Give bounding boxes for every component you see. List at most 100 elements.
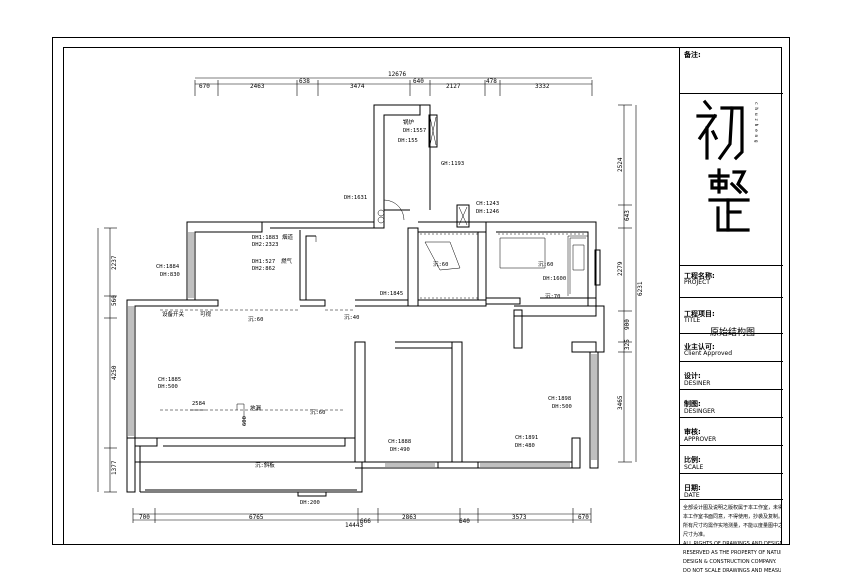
label-dh1557: DH:1557 xyxy=(403,128,426,134)
label-visual: 可视 xyxy=(200,310,212,318)
label-dh2-2323: DH2:2323 xyxy=(252,242,279,248)
label-dh1246: DH:1246 xyxy=(476,209,499,215)
remarks-label: 备注: xyxy=(684,51,701,59)
logo-row: c h u z h e n g xyxy=(680,93,783,265)
date-label: 日期: xyxy=(684,484,701,492)
design-en: DESINER xyxy=(684,380,711,387)
label-dh1-527: DH1:527 xyxy=(252,259,275,265)
label-drop40: 沉:40 xyxy=(344,313,359,321)
client-label: 业主认可: xyxy=(684,343,715,351)
label-drop60c: 沉:60 xyxy=(248,315,263,323)
dim-top-2: 2463 xyxy=(250,83,265,90)
label-dh1631: DH:1631 xyxy=(344,195,367,201)
label-drop60d: 沉:60 xyxy=(310,408,325,416)
note-line: DO NOT SCALE DRAWINGS AND MEASURE- xyxy=(683,568,781,574)
dim-left-2: 560 xyxy=(111,295,118,306)
dim-left-3: 4250 xyxy=(111,365,118,380)
label-dh1600: DH:1600 xyxy=(543,276,566,282)
note-line: 本工作室书面同意，不得使用，抄袭及复制。 xyxy=(683,514,781,520)
dim-bottom-6: 3573 xyxy=(512,514,527,521)
label-dh1-1883: DH1:1883 xyxy=(252,235,279,241)
label-ch1898: CH:1898 xyxy=(548,396,571,402)
label-equip-switch: 设备开关 xyxy=(162,310,185,318)
inner-frame xyxy=(63,47,782,545)
dim-bottom-4: 2863 xyxy=(402,514,417,521)
logo-small-text: c h u z h e n g xyxy=(753,102,759,143)
date-row: 日期: DATE xyxy=(680,473,783,499)
dim-right-1: 2524 xyxy=(617,157,624,172)
draw-row: 制图: DESINGER xyxy=(680,389,783,417)
title-row: 工程项目: TITLE 原始结构图 xyxy=(680,297,783,338)
note-line: 所有尺寸均需作实地测量，不能以度量图中之 xyxy=(683,523,781,529)
note-line: RESERVED AS THE PROPERTY OF NATURE xyxy=(683,550,781,556)
note-line: ALL RIGHTS OF DRAWINGS AND DESIGNS ARE xyxy=(683,541,781,547)
label-ch1243: CH:1243 xyxy=(476,201,499,207)
client-en: Client Approved xyxy=(684,350,733,357)
note-line: 全部设计图及说明之版权属于本工作室，未得 xyxy=(683,505,781,511)
dim-top-3: 638 xyxy=(299,78,310,85)
label-floor-drain: 地漏 xyxy=(250,404,262,412)
review-en: APPROVER xyxy=(684,436,717,443)
note-line: DESIGN & CONSTRUCTION COMPANY. xyxy=(683,559,777,565)
review-row: 审核: APPROVER xyxy=(680,417,783,445)
dim-left-4: 1377 xyxy=(111,460,118,475)
dim-top-1: 670 xyxy=(199,83,210,90)
label-dh500a: DH:500 xyxy=(158,384,178,390)
dim-bottom-total: 14443 xyxy=(345,522,363,529)
label-gas-meter: 燃气 xyxy=(281,257,293,265)
label-ch1884: CH:1884 xyxy=(156,264,180,270)
dim-top-4: 3474 xyxy=(350,83,365,90)
project-en: PROJECT xyxy=(684,279,710,286)
dim-bottom-5: 640 xyxy=(459,518,470,525)
label-dh480: DH:480 xyxy=(515,443,535,449)
design-row: 设计: DESINER xyxy=(680,361,783,389)
dim-top-total: 12676 xyxy=(388,71,406,78)
date-en: DATE xyxy=(684,492,700,499)
scale-row: 比例: SCALE xyxy=(680,445,783,473)
note-line: 尺寸为准。 xyxy=(683,532,709,538)
label-ch1888: CH:1888 xyxy=(388,439,411,445)
dim-right-2: 643 xyxy=(624,210,631,221)
review-label: 审核: xyxy=(684,428,701,436)
dim-bottom-1: 700 xyxy=(139,514,150,521)
label-dh200: DH:200 xyxy=(300,500,320,506)
label-dh1845: DH:1845 xyxy=(380,291,403,297)
label-gh1193: GH:1193 xyxy=(441,161,464,167)
label-drop70: 沉:70 xyxy=(545,292,560,300)
floor-plan: 12676 670 2463 638 3474 640 2127 478 333… xyxy=(97,71,644,529)
label-dh500b: DH:500 xyxy=(552,404,572,410)
dim-bottom-2: 6765 xyxy=(249,514,264,521)
label-balcony-slab: 沉:斜板 xyxy=(255,461,275,469)
draw-label: 制图: xyxy=(684,400,701,408)
label-dh2-862: DH2:862 xyxy=(252,266,275,272)
copyright-notes: 全部设计图及说明之版权属于本工作室，未得 本工作室书面同意，不得使用，抄袭及复制… xyxy=(683,504,781,576)
label-smoke: 烟道 xyxy=(282,233,294,241)
remarks-row: 备注: xyxy=(680,47,783,93)
title-block: 备注: xyxy=(679,47,783,574)
draw-en: DESINGER xyxy=(684,408,716,415)
dim-top-7: 478 xyxy=(486,78,497,85)
dim-bottom-7: 670 xyxy=(578,514,589,521)
dim-right-4: 900 xyxy=(624,319,631,330)
label-dh830: DH:830 xyxy=(160,272,180,278)
client-row: 业主认可: Client Approved xyxy=(680,333,783,361)
label-drop60b: 沉:60 xyxy=(538,260,553,268)
dimension-lines xyxy=(97,77,637,523)
drawing-sheet: 12676 670 2463 638 3474 640 2127 478 333… xyxy=(52,37,790,574)
dim-bottom-3: 666 xyxy=(360,518,371,525)
label-ch1891: CH:1891 xyxy=(515,435,538,441)
label-h2584: 2584 xyxy=(192,401,206,407)
windows-fixtures xyxy=(128,116,597,467)
dim-right-3: 2279 xyxy=(617,261,624,276)
dim-right-5: 325 xyxy=(624,339,631,350)
label-boiler: 锅炉 xyxy=(403,118,415,126)
logo-mark: c h u z h e n g xyxy=(696,99,759,232)
dim-right-total: 6231 xyxy=(637,281,644,296)
notes-row: 全部设计图及说明之版权属于本工作室，未得 本工作室书面同意，不得使用，抄袭及复制… xyxy=(680,499,783,574)
scale-en: SCALE xyxy=(684,464,704,471)
project-label: 工程名称: xyxy=(684,272,715,280)
label-h600: 600 xyxy=(242,416,248,426)
label-ch1885: CH:1885 xyxy=(158,377,181,383)
dim-left-1: 2237 xyxy=(111,255,118,270)
project-row: 工程名称: PROJECT xyxy=(680,265,783,297)
